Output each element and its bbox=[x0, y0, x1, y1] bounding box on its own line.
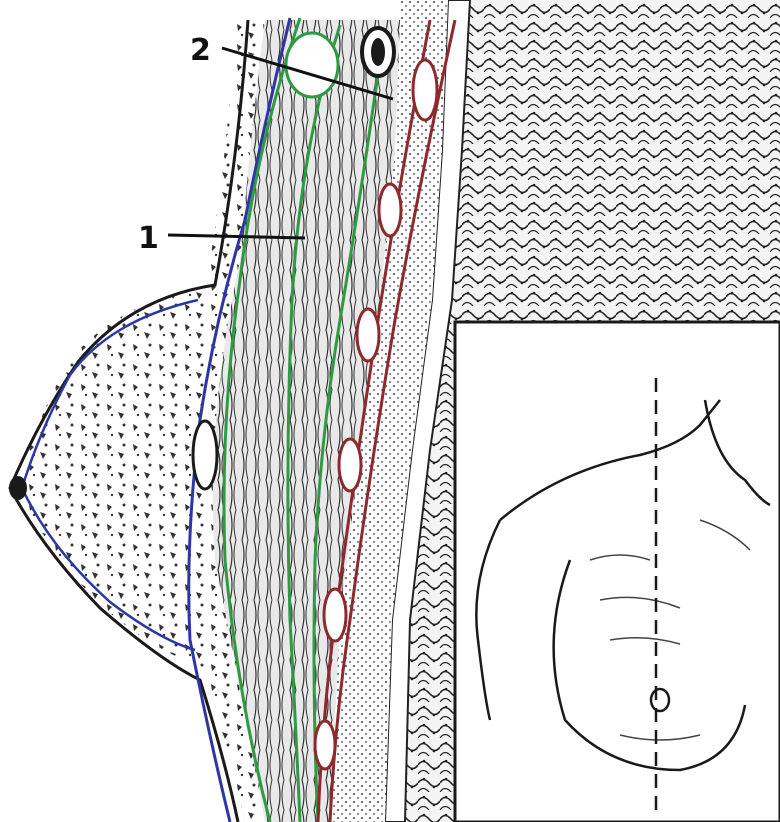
top-node-large bbox=[286, 33, 338, 97]
torso-inset-sketch bbox=[455, 322, 780, 822]
label-1: 1 bbox=[138, 221, 159, 256]
node-oval bbox=[379, 184, 401, 236]
node-oval bbox=[413, 60, 437, 120]
nipple bbox=[9, 476, 27, 500]
node-oval bbox=[357, 309, 379, 361]
top-node-dark-core bbox=[371, 38, 385, 66]
node-oval bbox=[339, 439, 361, 491]
inset-frame bbox=[455, 322, 780, 822]
node-oval bbox=[324, 589, 346, 641]
label-2: 2 bbox=[190, 33, 211, 68]
mid-oval bbox=[193, 421, 217, 489]
node-oval bbox=[315, 721, 335, 769]
